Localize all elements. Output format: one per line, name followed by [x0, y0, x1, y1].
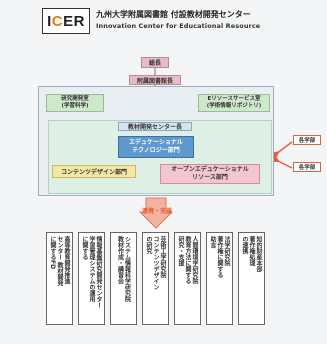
column-1: 高等教育開発推進 センター 教材開発 に関するFD: [46, 232, 73, 325]
title-en: Innovation Center for Educational Resour…: [96, 22, 261, 30]
column-4: 芸術工学研究院 コンテンツデザイン の研究: [142, 232, 169, 325]
faculty-box-1: 各学部: [293, 135, 321, 145]
column-6-text: 法学研究院 著作権に関する 助言: [209, 236, 230, 278]
library-director-box: 附属図書館長: [129, 75, 181, 85]
contents-design-dept-box: コンテンツデザイン部門: [52, 165, 136, 178]
center-director-box: 教材開発センター長: [118, 122, 192, 131]
support-label: 連携・支援: [142, 208, 173, 215]
column-3: システム情報科学研究院 教材作成・講習会: [110, 232, 137, 325]
edu-tech-dept-box: エデュケーショナルテクノロジー部門: [118, 136, 194, 158]
column-2: 情報基盤研究開発センター 学習管理システムの運用 に関する: [78, 232, 105, 325]
title-ja: 九州大学附属図書館 付設教材開発センター: [96, 10, 251, 19]
column-4-text: 芸術工学研究院 コンテンツデザイン の研究: [145, 236, 166, 290]
column-5: 人間環境学研究院 教育方法に関する 研究・支援: [174, 232, 201, 325]
column-7: 知的財産本部 著作権処理 の連携: [238, 232, 265, 325]
faculty-box-2: 各学部: [293, 162, 321, 172]
open-edu-dept-box: オープンエデュケーショナルリソース部門: [160, 164, 260, 184]
column-2-text: 情報基盤研究開発センター 学習管理システムの運用 に関する: [81, 236, 102, 308]
column-6: 法学研究院 著作権に関する 助言: [206, 232, 233, 325]
research-dev-room-box: 研究開発室(学習科学): [46, 94, 104, 112]
e-resource-room-box: Eリソースサービス室(学術情報リポジトリ): [198, 94, 270, 112]
president-box: 総長: [141, 57, 169, 68]
column-1-text: 高等教育開発推進 センター 教材開発 に関するFD: [49, 236, 70, 287]
column-5-text: 人間環境学研究院 教育方法に関する 研究・支援: [177, 236, 198, 284]
column-7-text: 知的財産本部 著作権処理 の連携: [241, 236, 262, 272]
column-3-text: システム情報科学研究院 教材作成・講習会: [116, 236, 131, 302]
